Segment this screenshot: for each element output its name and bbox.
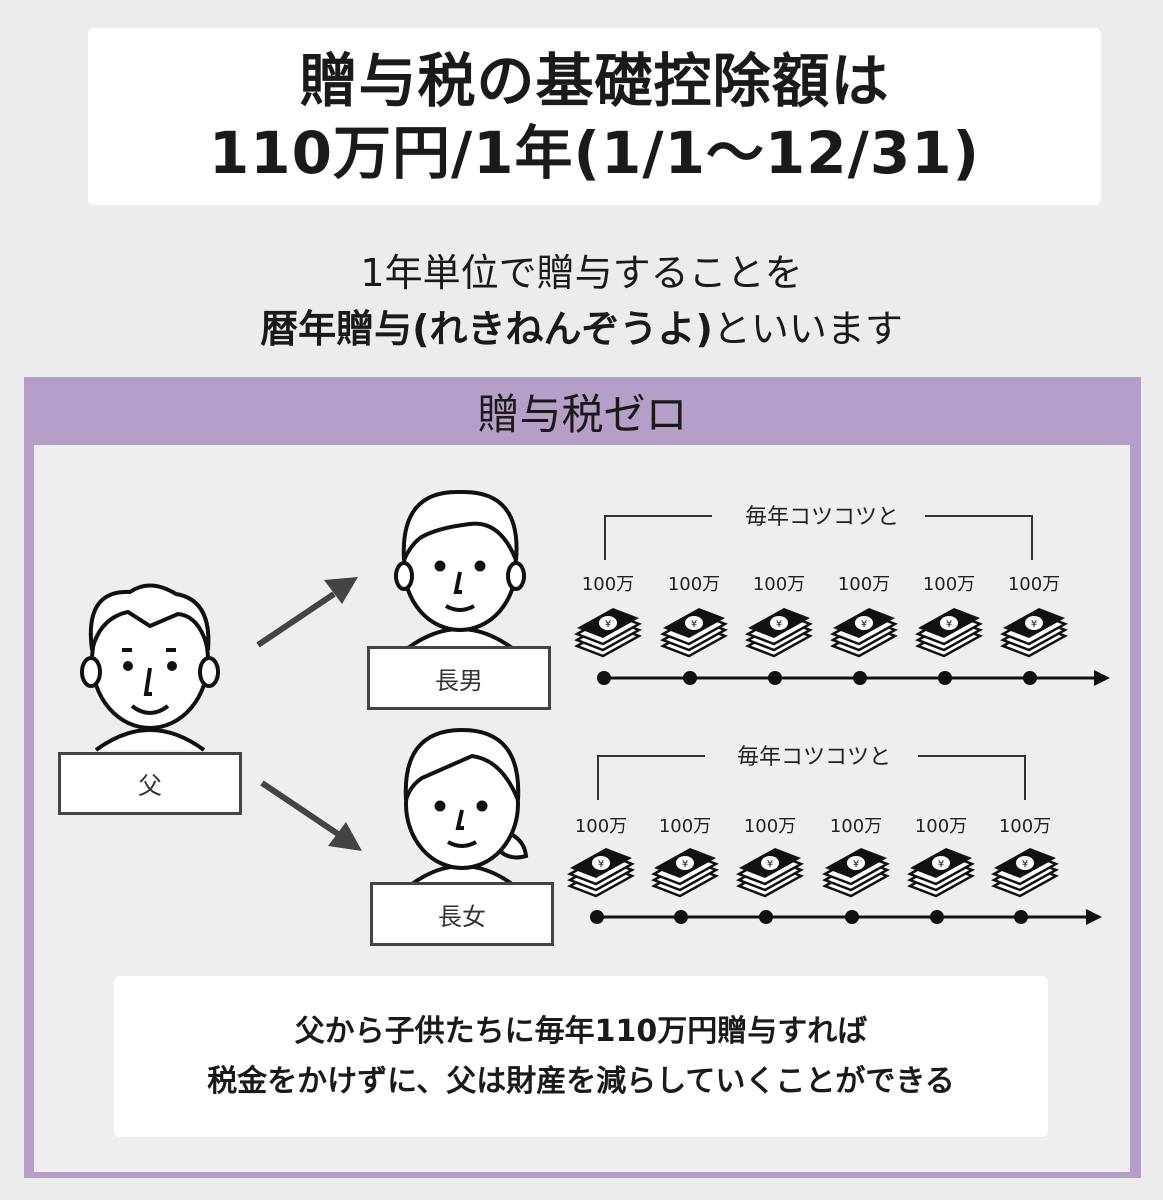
amount-label: 100万 <box>923 574 975 595</box>
amount-label: 100万 <box>668 574 720 595</box>
intro-line-2: 暦年贈与(れきねんぞうよ)といいます <box>0 298 1163 353</box>
amount-label: 100万 <box>830 816 882 837</box>
timeline-dot <box>1014 910 1028 924</box>
son-icon <box>394 489 526 650</box>
timeline-dot <box>853 671 867 685</box>
arrow-to-son <box>256 577 358 648</box>
summary-line-1: 父から子供たちに毎年110万円贈与すれば <box>294 1013 868 1049</box>
timeline-daughter-caption: 毎年コツコツと <box>737 745 891 770</box>
cash-stack-icon <box>992 846 1058 898</box>
timeline-daughter-marks: 100万 100万 100万 100万 100万 100万 <box>568 816 1058 924</box>
timeline-dot <box>674 910 688 924</box>
amount-label: 100万 <box>582 574 634 595</box>
father-label: 父 <box>58 752 242 815</box>
amount-label: 100万 <box>659 816 711 837</box>
title-box: 贈与税の基礎控除額は 110万円/1年(1/1〜12/31) <box>88 28 1101 205</box>
timeline-son: 毎年コツコツと 100万 100万 100万 100万 100万 100万 <box>575 505 1110 686</box>
cash-stack-icon <box>746 606 812 658</box>
cash-stack-icon <box>823 846 889 898</box>
timeline-dot <box>845 910 859 924</box>
timeline-dot <box>1023 671 1037 685</box>
timeline-son-marks: 100万 100万 100万 100万 100万 100万 <box>575 574 1067 685</box>
cash-stack-icon <box>661 606 727 658</box>
cash-stack-icon <box>737 846 803 898</box>
cash-stack-icon <box>916 606 982 658</box>
title-line-2: 110万円/1年(1/1〜12/31) <box>208 118 981 187</box>
intro-term: 暦年贈与(れきねんぞうよ) <box>260 307 713 351</box>
father-icon <box>80 583 220 752</box>
son-label: 長男 <box>367 646 551 710</box>
title-line-1: 贈与税の基礎控除額は <box>299 46 890 115</box>
summary-box: 父から子供たちに毎年110万円贈与すれば 税金をかけずに、父は財産を減らしていく… <box>114 976 1048 1137</box>
amount-label: 100万 <box>753 574 805 595</box>
panel-title: 贈与税ゼロ <box>477 389 688 439</box>
timeline-dot <box>683 671 697 685</box>
timeline-son-caption: 毎年コツコツと <box>745 505 899 530</box>
intro-line-1: 1年単位で贈与することを <box>360 251 803 295</box>
timeline-dot <box>590 910 604 924</box>
timeline-dot <box>597 671 611 685</box>
amount-label: 100万 <box>999 816 1051 837</box>
intro-line-2-rest: といいます <box>712 307 903 351</box>
arrow-to-daughter <box>260 780 362 851</box>
summary-line-2: 税金をかけずに、父は財産を減らしていくことができる <box>207 1063 955 1099</box>
timeline-daughter: 毎年コツコツと 100万 100万 100万 100万 100万 100万 <box>568 745 1102 925</box>
amount-label: 100万 <box>744 816 796 837</box>
cash-stack-icon <box>575 606 641 658</box>
daughter-label: 長女 <box>370 882 554 946</box>
cash-stack-icon <box>652 846 718 898</box>
timeline-dot <box>930 910 944 924</box>
amount-label: 100万 <box>915 816 967 837</box>
timeline-dot <box>938 671 952 685</box>
daughter-icon <box>403 727 529 886</box>
amount-label: 100万 <box>1008 574 1060 595</box>
amount-label: 100万 <box>838 574 890 595</box>
timeline-dot <box>759 910 773 924</box>
amount-label: 100万 <box>575 816 627 837</box>
cash-stack-icon <box>568 846 634 898</box>
cash-stack-icon <box>1001 606 1067 658</box>
cash-stack-icon <box>831 606 897 658</box>
timeline-dot <box>768 671 782 685</box>
cash-stack-icon <box>908 846 974 898</box>
